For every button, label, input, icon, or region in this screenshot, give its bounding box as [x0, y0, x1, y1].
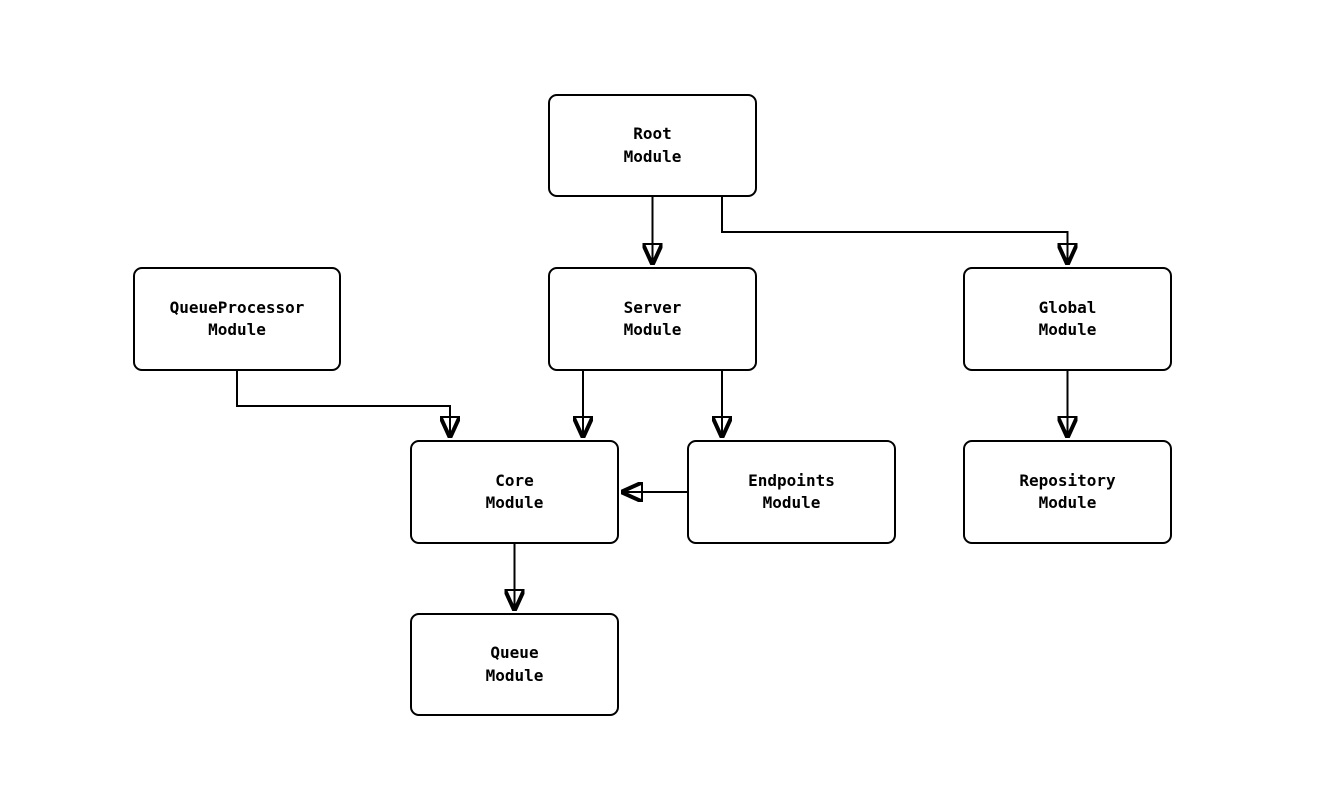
node-queueprocessor-module: QueueProcessor Module — [133, 267, 341, 371]
node-server-module-label: Server Module — [623, 297, 682, 339]
node-root-module: Root Module — [548, 94, 757, 197]
node-global-module-label: Global Module — [1038, 297, 1097, 339]
node-core-module: Core Module — [410, 440, 619, 544]
node-global-module: Global Module — [963, 267, 1172, 371]
node-core-module-label: Core Module — [485, 470, 544, 512]
node-queueprocessor-module-label: QueueProcessor Module — [169, 297, 305, 339]
node-endpoints-module: Endpoints Module — [687, 440, 896, 544]
node-queue-module: Queue Module — [410, 613, 619, 716]
node-endpoints-module-label: Endpoints Module — [748, 470, 835, 512]
node-root-module-label: Root Module — [623, 124, 682, 166]
node-queue-module-label: Queue Module — [485, 643, 544, 685]
edge-root-to-global — [721, 197, 1068, 263]
node-server-module: Server Module — [548, 267, 757, 371]
node-repository-module-label: Repository Module — [1019, 470, 1116, 512]
edge-queueprocessor-to-core — [236, 371, 450, 436]
node-repository-module: Repository Module — [963, 440, 1172, 544]
